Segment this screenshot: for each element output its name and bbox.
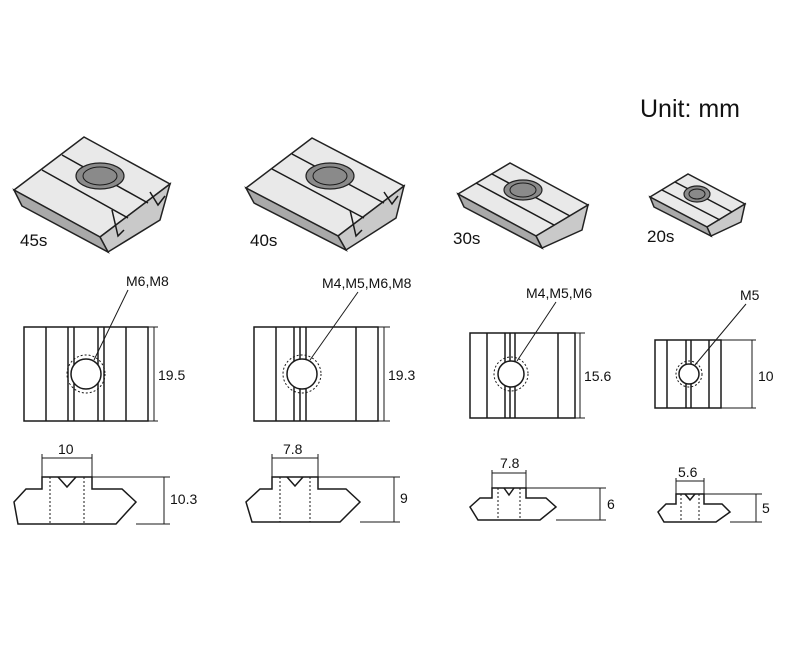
- nut-40s-height-label: 19.3: [388, 367, 415, 383]
- nut-40s-width-label: 7.8: [283, 441, 303, 457]
- nut-30s-size-label: 30s: [453, 229, 480, 248]
- nut-20s-thread-label: M5: [740, 287, 760, 303]
- nut-40s-thread-label: M4,M5,M6,M8: [322, 275, 412, 291]
- nut-20s-depth-label: 5: [762, 500, 770, 516]
- nut-20s-3d-view: [648, 173, 747, 238]
- nut-45s-height-label: 19.5: [158, 367, 185, 383]
- nut-20s-height-label: 10: [758, 368, 774, 384]
- nut-30s-profile-view: [469, 470, 606, 521]
- nut-40s-top-view: [253, 291, 390, 422]
- nut-30s-height-label: 15.6: [584, 368, 611, 384]
- nut-45s-profile-view: [13, 454, 170, 525]
- nut-40s-depth-label: 9: [400, 490, 408, 506]
- nut-40s-profile-view: [245, 454, 400, 523]
- nut-45s-3d-view: [12, 136, 172, 254]
- nut-30s-top-view: [469, 301, 585, 419]
- nut-20s-top-view: [654, 303, 756, 409]
- nut-45s-top-view: [23, 289, 158, 422]
- nut-30s-width-label: 7.8: [500, 455, 520, 471]
- nut-30s-thread-label: M4,M5,M6: [526, 285, 592, 301]
- nut-30s-3d-view: [456, 162, 590, 250]
- nut-30s-depth-label: 6: [607, 496, 615, 512]
- nut-45s-size-label: 45s: [20, 231, 47, 250]
- unit-label: Unit: mm: [640, 95, 740, 123]
- nut-20s-width-label: 5.6: [678, 464, 698, 480]
- nut-45s-depth-label: 10.3: [170, 491, 197, 507]
- nut-40s-3d-view: [244, 137, 406, 252]
- nut-20s-profile-view: [657, 478, 762, 523]
- nut-45s-thread-label: M6,M8: [126, 273, 169, 289]
- nut-45s-width-label: 10: [58, 441, 74, 457]
- nut-40s-size-label: 40s: [250, 231, 277, 250]
- nut-20s-size-label: 20s: [647, 227, 674, 246]
